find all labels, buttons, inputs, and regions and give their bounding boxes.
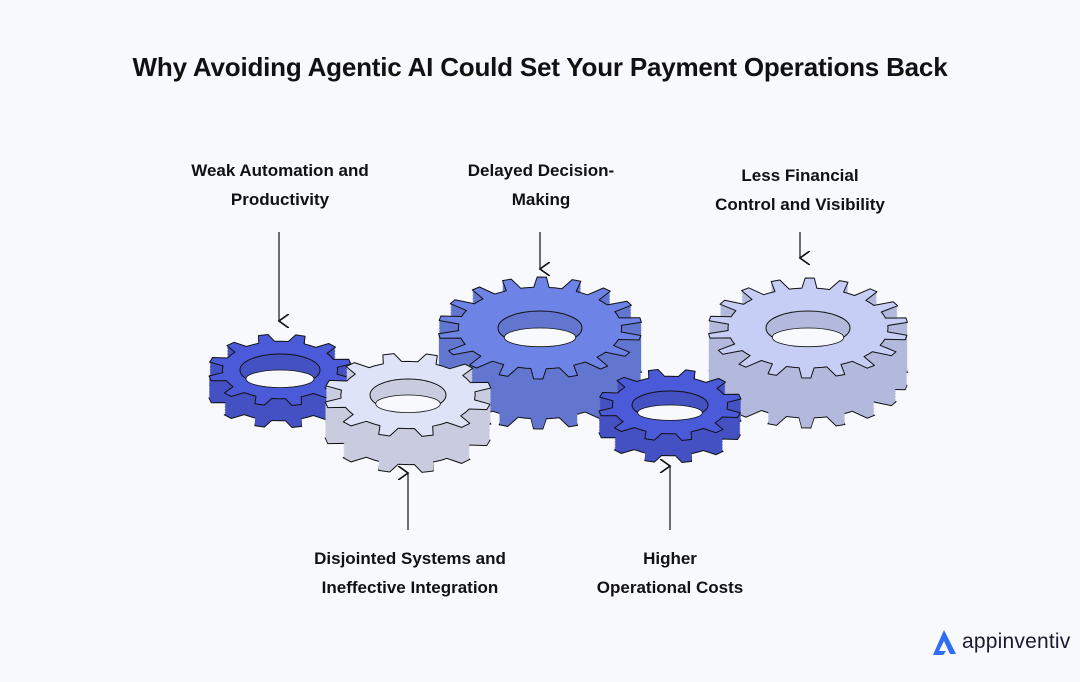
label-line: Making — [511, 190, 571, 209]
label-less-financial: Less Financial Control and Visibility — [650, 161, 950, 219]
gear-disjointed — [324, 353, 492, 473]
appinventiv-logo: appinventiv — [930, 628, 1070, 656]
label-weak-automation: Weak Automation and Productivity — [130, 156, 430, 214]
gear-higher-costs — [598, 369, 742, 464]
label-line: Productivity — [230, 190, 330, 209]
logo-text: appinventiv — [962, 630, 1071, 653]
page-title: Why Avoiding Agentic AI Could Set Your P… — [132, 52, 948, 82]
label-line: Less Financial — [741, 166, 859, 185]
label-line: Weak Automation and — [191, 161, 369, 180]
label-line: Control and Visibility — [715, 195, 885, 214]
label-line: Ineffective Integration — [321, 578, 499, 597]
label-line: Operational Costs — [596, 578, 744, 597]
label-line: Higher — [643, 549, 697, 568]
logo-mark-icon — [933, 630, 956, 655]
label-higher-costs: Higher Operational Costs — [520, 544, 820, 602]
label-delayed-decision: Delayed Decision- Making — [391, 156, 691, 214]
label-line: Delayed Decision- — [467, 161, 615, 180]
gear-weak-automation — [208, 334, 352, 429]
label-disjointed: Disjointed Systems and Ineffective Integ… — [260, 544, 560, 602]
gear-less-financial — [707, 277, 909, 429]
label-line: Disjointed Systems and — [314, 549, 506, 568]
